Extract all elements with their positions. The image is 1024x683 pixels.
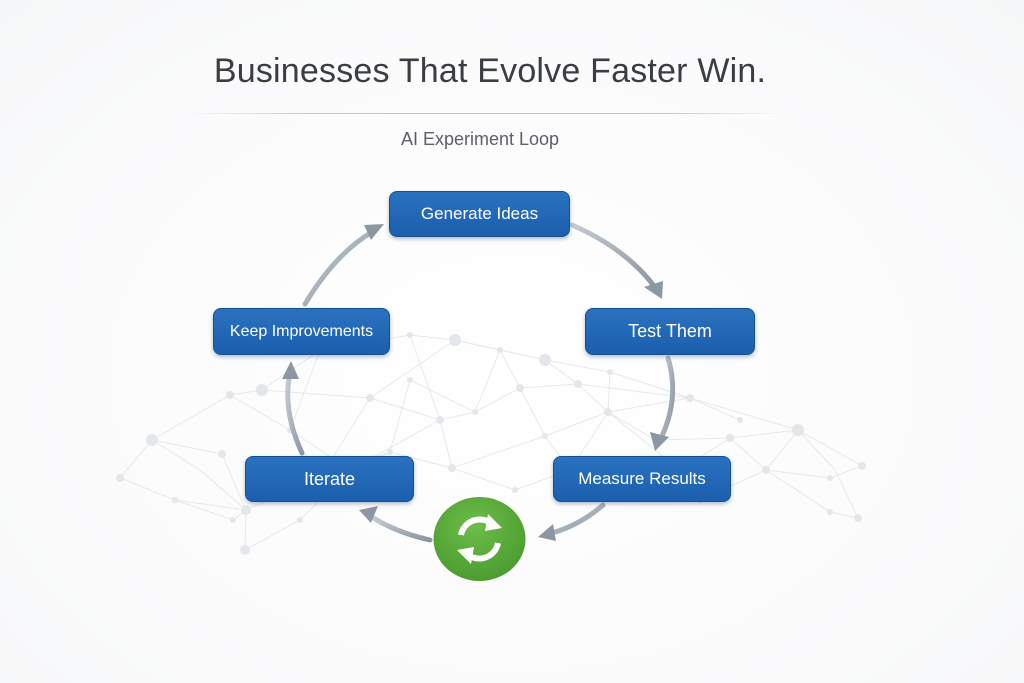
page-title: Businesses That Evolve Faster Win. bbox=[213, 52, 767, 90]
diagram-subtitle: AI Experiment Loop bbox=[400, 129, 560, 149]
arrow-keep-to-generate bbox=[302, 229, 375, 307]
arrow-measure-to-center bbox=[549, 502, 606, 536]
step-keep-improvements: Keep Improvements bbox=[213, 308, 390, 355]
step-test-them: Test Them bbox=[585, 308, 755, 355]
arrow-iterate-to-keep bbox=[285, 370, 305, 456]
arrowhead-center bbox=[538, 524, 556, 541]
arrowhead-measure bbox=[650, 432, 669, 451]
step-iterate: Iterate bbox=[245, 456, 414, 502]
arrow-generate-to-test bbox=[569, 222, 657, 289]
step-measure-results: Measure Results bbox=[553, 456, 731, 502]
arrow-center-to-iterate bbox=[369, 514, 433, 543]
arrow-test-to-measure bbox=[658, 355, 676, 441]
arrowhead-generate bbox=[364, 224, 384, 240]
arrowhead-test bbox=[644, 281, 663, 299]
title-divider bbox=[185, 113, 785, 114]
refresh-cycle-icon bbox=[433, 497, 526, 581]
step-generate-ideas: Generate Ideas bbox=[389, 191, 570, 237]
arrowhead-iterate bbox=[359, 506, 378, 523]
arrowhead-keep bbox=[282, 361, 299, 379]
